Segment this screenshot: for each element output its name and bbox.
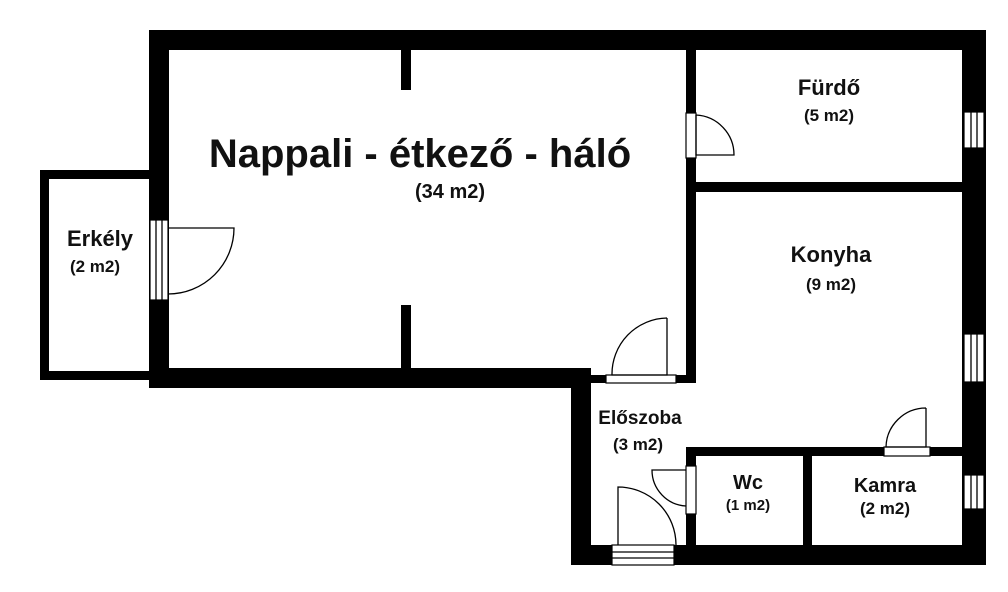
room-name-wc: Wc (733, 472, 763, 494)
wall-nappali-right (686, 30, 696, 383)
window-nappali-door (605, 374, 677, 384)
door-konyha (885, 407, 927, 448)
window-furdo (963, 111, 985, 149)
room-area-eloszoba: (3 m2) (613, 435, 663, 454)
room-name-furdo: Fürdő (798, 75, 860, 100)
window-entrance (611, 544, 675, 566)
wall-main-bottom (149, 368, 591, 388)
wall-erkely-top (40, 170, 152, 179)
wall-erkely-bottom (40, 371, 152, 380)
wall-main-left (149, 30, 169, 388)
room-name-nappali: Nappali - étkező - háló (209, 132, 631, 176)
window-wc-door (685, 465, 697, 515)
room-labels: Nappali - étkező - háló (34 m2) Erkély (… (67, 75, 917, 518)
wall-pillar-bottom (401, 305, 411, 371)
window-konyha-door (883, 446, 931, 457)
door-entrance (617, 486, 677, 546)
wall-wc-top (686, 447, 976, 456)
door-wc (651, 469, 687, 507)
window-konyha (963, 333, 985, 383)
room-name-erkely: Erkély (67, 226, 134, 251)
wall-pillar-top (401, 48, 411, 90)
window-furdo-door (685, 112, 697, 159)
wall-bottom (571, 545, 986, 565)
door-nappali (611, 317, 668, 376)
room-area-wc: (1 m2) (726, 497, 770, 514)
wall-erkely-left (40, 170, 49, 380)
room-area-kamra: (2 m2) (860, 499, 910, 518)
door-erkely (167, 227, 235, 295)
room-name-eloszoba: Előszoba (598, 408, 682, 429)
window-kamra (963, 474, 985, 510)
doors (167, 114, 927, 546)
windows (149, 111, 985, 566)
room-area-erkely: (2 m2) (70, 257, 120, 276)
door-furdo (695, 114, 735, 156)
room-area-konyha: (9 m2) (806, 275, 856, 294)
room-area-furdo: (5 m2) (804, 106, 854, 125)
wall-wc-kamra (803, 447, 812, 565)
wall-top (149, 30, 986, 50)
room-name-konyha: Konyha (791, 242, 872, 267)
wall-eloszoba-left (571, 368, 591, 565)
room-name-kamra: Kamra (854, 475, 917, 497)
wall-furdo-bottom (686, 182, 976, 192)
window-erkely-door (149, 219, 169, 301)
room-area-nappali: (34 m2) (415, 181, 485, 203)
